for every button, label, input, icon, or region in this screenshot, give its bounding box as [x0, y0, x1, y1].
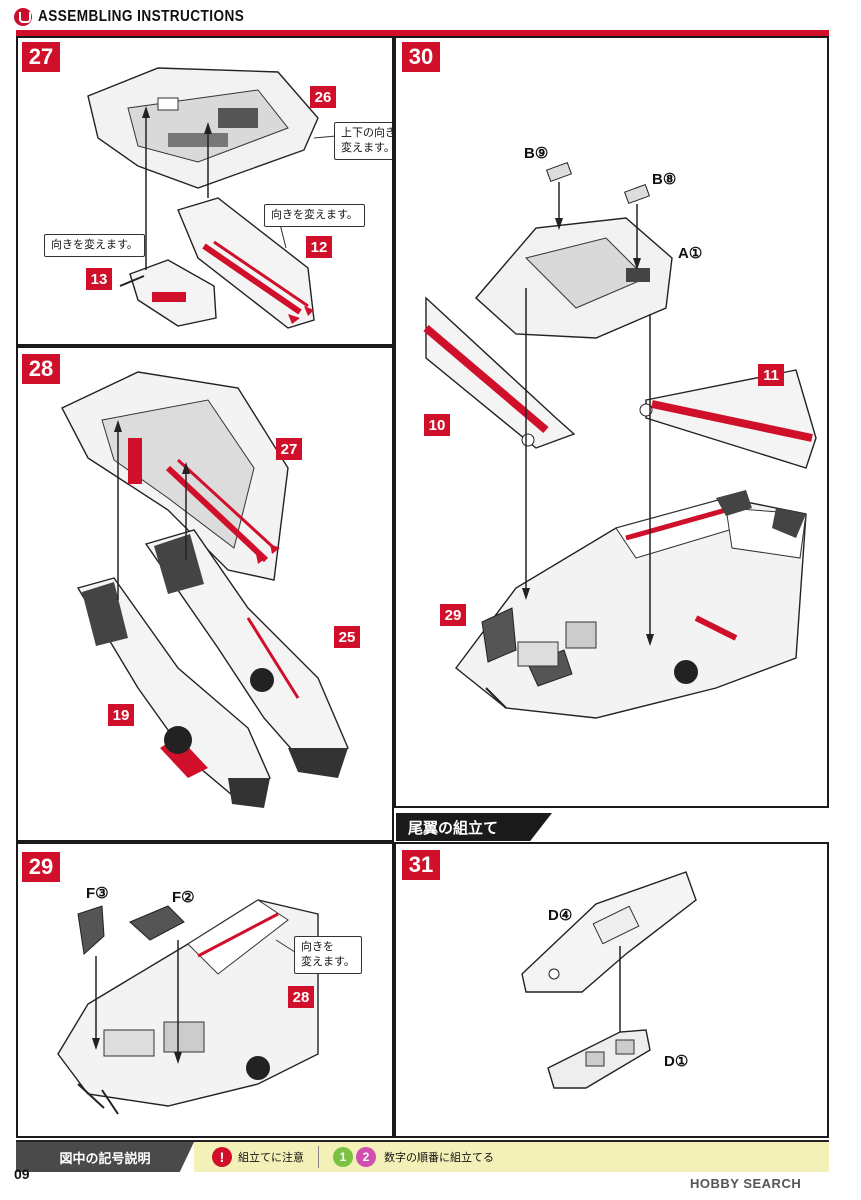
callout-change-orientation-12: 向きを変えます。 [264, 204, 365, 227]
symbol-legend: 図中の記号説明 ! 組立てに注意 1 2 数字の順番に組立てる [16, 1140, 829, 1172]
legend-order: 1 2 数字の順番に組立てる [333, 1147, 494, 1167]
part-label-d4: D④ [548, 907, 573, 924]
section-title-tail-assembly: 尾翼の組立て [396, 813, 552, 841]
step-29-panel: 29 F③ F② 28 向きを 変えます。 [16, 842, 394, 1138]
caution-text: 組立てに注意 [238, 1152, 304, 1164]
watermark: HOBBY SEARCH [690, 1176, 802, 1191]
step-number: 27 [22, 42, 60, 72]
part-number-27: 27 [276, 438, 302, 460]
part-label-d1: D① [664, 1053, 689, 1070]
step-number: 29 [22, 852, 60, 882]
step-29-illustration [57, 899, 319, 1115]
part-number-19: 19 [108, 704, 134, 726]
legend-caution: ! 組立てに注意 [212, 1146, 333, 1168]
page-title: ASSEMBLING INSTRUCTIONS [38, 8, 245, 25]
page-number: 09 [14, 1166, 30, 1182]
callout-change-orientation-13: 向きを変えます。 [44, 234, 145, 257]
part-label-b9: B⑨ [524, 145, 549, 162]
order-one-icon: 1 [333, 1147, 353, 1167]
part-label-f3: F③ [86, 885, 109, 902]
order-two-icon: 2 [356, 1147, 376, 1167]
page-header: ASSEMBLING INSTRUCTIONS [14, 6, 281, 28]
part-label-a1: A① [678, 245, 703, 262]
header-rule [16, 30, 829, 36]
step-28-panel: 28 27 25 19 [16, 346, 394, 842]
step-number: 28 [22, 354, 60, 384]
part-number-25: 25 [334, 626, 360, 648]
legend-body: ! 組立てに注意 1 2 数字の順番に組立てる [194, 1142, 829, 1172]
step-27-panel: 27 26 12 13 上下の向きを 変えます。 向きを変えます。 向きを変えま… [16, 36, 394, 346]
brand-logo-icon [14, 8, 32, 26]
part-number-11: 11 [758, 364, 784, 386]
part-number-12: 12 [306, 236, 332, 258]
part-number-28: 28 [288, 986, 314, 1008]
step-31-illustration [521, 871, 697, 1089]
part-label-b8: B⑧ [652, 171, 677, 188]
caution-icon: ! [212, 1147, 232, 1167]
step-31-panel: 31 D④ D① [394, 842, 829, 1138]
part-label-f2: F② [172, 889, 195, 906]
callout-change-orientation: 向きを 変えます。 [294, 936, 362, 974]
part-number-13: 13 [86, 268, 112, 290]
order-text: 数字の順番に組立てる [384, 1152, 494, 1164]
legend-title: 図中の記号説明 [16, 1142, 194, 1172]
step-30-panel: 30 [394, 36, 829, 808]
part-number-10: 10 [424, 414, 450, 436]
step-27-illustration [87, 67, 337, 329]
step-number: 30 [402, 42, 440, 72]
callout-flip-upside-down: 上下の向きを 変えます。 [334, 122, 392, 160]
step-number: 31 [402, 850, 440, 880]
legend-divider [318, 1146, 319, 1168]
step-30-illustration [423, 161, 817, 719]
step-28-illustration [61, 371, 349, 808]
part-number-29: 29 [440, 604, 466, 626]
part-number-26: 26 [310, 86, 336, 108]
